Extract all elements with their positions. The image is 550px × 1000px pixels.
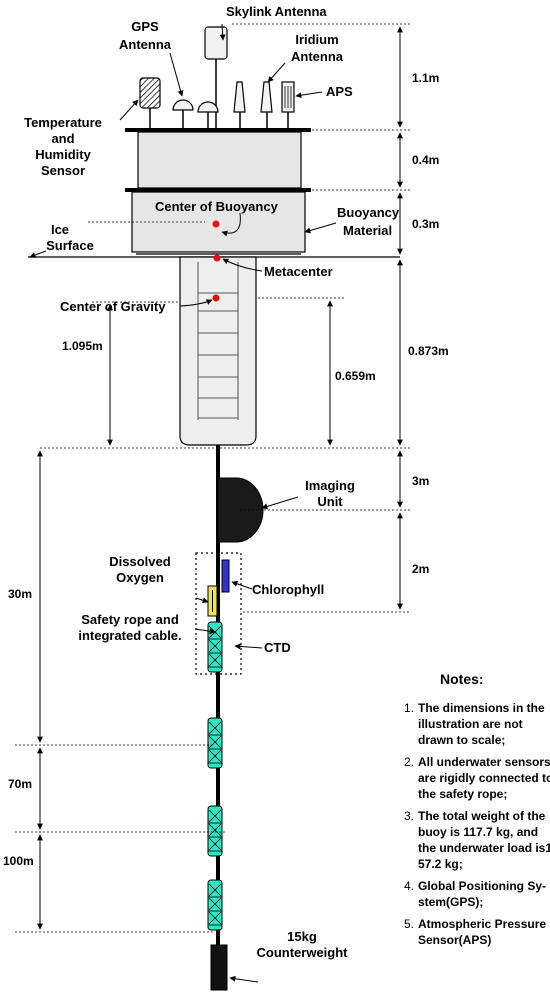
note-line: the safety rope; bbox=[418, 787, 507, 801]
ctd-sensor-icon bbox=[207, 717, 223, 769]
reference-dashed-lines bbox=[15, 23, 410, 933]
counterweight-icon bbox=[210, 944, 228, 991]
ctd-sensor-group bbox=[207, 621, 223, 931]
dim-0-3m: 0.3m bbox=[412, 217, 439, 231]
ctd-label: CTD bbox=[264, 640, 291, 655]
chlorophyll-sensor-icon bbox=[221, 559, 230, 593]
note-number: 2. bbox=[404, 755, 414, 769]
note-line: Global Positioning Sy- bbox=[418, 879, 546, 893]
note-line: Atmospheric Pressure bbox=[418, 917, 546, 931]
center-of-gravity-marker bbox=[212, 294, 220, 302]
center-of-buoyancy-marker bbox=[212, 220, 220, 228]
notes-section: Notes: 1. The dimensions in the illustrati… bbox=[404, 671, 550, 947]
ctd-sensor-icon bbox=[207, 805, 223, 857]
dim-1-1m: 1.1m bbox=[412, 71, 439, 85]
note-line: the underwater load is1 bbox=[418, 841, 550, 855]
dimension-arrows bbox=[37, 26, 403, 930]
dim-1-095m: 1.095m bbox=[62, 339, 103, 353]
note-line: Sensor(APS) bbox=[418, 933, 491, 947]
label-leader-arrows bbox=[29, 23, 337, 983]
ctd-sensor-icon bbox=[207, 879, 223, 931]
dim-3m: 3m bbox=[412, 474, 429, 488]
aps-label: APS bbox=[326, 84, 353, 99]
dim-100m: 100m bbox=[3, 854, 34, 868]
skylink-antenna-label: Skylink Antenna bbox=[226, 4, 327, 19]
note-line: The dimensions in the bbox=[418, 701, 545, 715]
dim-70m: 70m bbox=[8, 777, 32, 791]
notes-title: Notes: bbox=[440, 671, 484, 687]
note-number: 5. bbox=[404, 917, 414, 931]
ctd-sensor-icon bbox=[207, 621, 223, 673]
gps-antenna-icon bbox=[172, 99, 219, 130]
dissolved-oxygen-sensor-icon bbox=[207, 585, 218, 617]
buoy-upper-housing bbox=[125, 128, 311, 192]
metacenter-marker bbox=[213, 254, 221, 262]
note-line: are rigidly connected to bbox=[418, 771, 550, 785]
sensor-cluster-box bbox=[195, 552, 242, 675]
temperature-humidity-sensor-icon bbox=[139, 77, 161, 130]
dim-0-873m: 0.873m bbox=[408, 344, 449, 358]
center-of-gravity-label: Center of Gravity bbox=[60, 299, 166, 314]
note-line: 57.2 kg; bbox=[418, 857, 463, 871]
chlorophyll-label: Chlorophyll bbox=[252, 582, 324, 597]
note-number: 1. bbox=[404, 701, 414, 715]
note-line: illustration are not bbox=[418, 717, 523, 731]
note-line: stem(GPS); bbox=[418, 895, 483, 909]
aps-sensor-icon bbox=[281, 81, 295, 130]
note-line: All underwater sensors bbox=[418, 755, 550, 769]
note-line: drawn to scale; bbox=[418, 733, 505, 747]
iridium-antenna-icon bbox=[233, 81, 273, 130]
dim-2m: 2m bbox=[412, 562, 429, 576]
note-line: buoy is 117.7 kg, and bbox=[418, 825, 538, 839]
dim-0-4m: 0.4m bbox=[412, 153, 439, 167]
center-of-buoyancy-label: Center of Buoyancy bbox=[155, 199, 279, 214]
buoy-lower-hull bbox=[179, 256, 257, 446]
note-number: 3. bbox=[404, 809, 414, 823]
dim-30m: 30m bbox=[8, 587, 32, 601]
dim-0-659m: 0.659m bbox=[335, 369, 376, 383]
note-line: The total weight of the bbox=[418, 809, 546, 823]
note-number: 4. bbox=[404, 879, 414, 893]
metacenter-label: Metacenter bbox=[264, 264, 333, 279]
